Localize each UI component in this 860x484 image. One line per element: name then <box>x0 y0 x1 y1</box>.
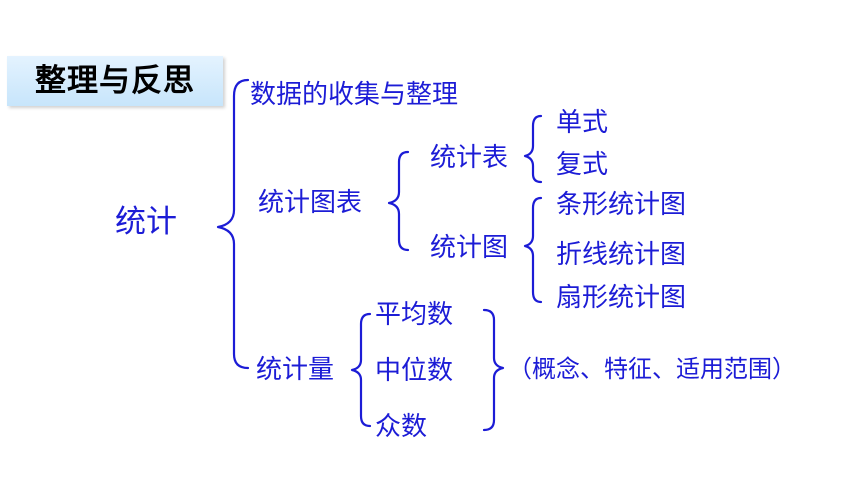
root-brace <box>216 78 250 370</box>
node-bar-chart: 条形统计图 <box>556 190 687 220</box>
node-collection: 数据的收集与整理 <box>250 80 459 110</box>
node-stat-chart: 统计图 <box>430 233 509 263</box>
node-pie-chart: 扇形统计图 <box>556 283 687 313</box>
page-title: 整理与反思 <box>35 63 195 99</box>
stat-chart-brace <box>523 196 543 304</box>
node-mode: 众数 <box>375 412 428 442</box>
aspects-brace <box>482 308 505 432</box>
charts-tables-brace <box>387 150 410 252</box>
stat-table-brace <box>523 114 543 184</box>
node-mean: 平均数 <box>375 300 454 330</box>
node-median: 中位数 <box>375 356 454 386</box>
node-charts-tables: 统计图表 <box>258 188 363 218</box>
stat-measures-brace <box>350 312 372 428</box>
node-stat-table: 统计表 <box>430 143 509 173</box>
node-line-chart: 折线统计图 <box>556 240 687 270</box>
node-stat-measures: 统计量 <box>256 355 335 385</box>
title-banner: 整理与反思 <box>7 56 223 106</box>
node-single: 单式 <box>556 108 609 138</box>
node-root: 统计 <box>115 204 177 240</box>
node-compound: 复式 <box>556 150 609 180</box>
node-aspects: （概念、特征、适用范围） <box>508 355 796 383</box>
